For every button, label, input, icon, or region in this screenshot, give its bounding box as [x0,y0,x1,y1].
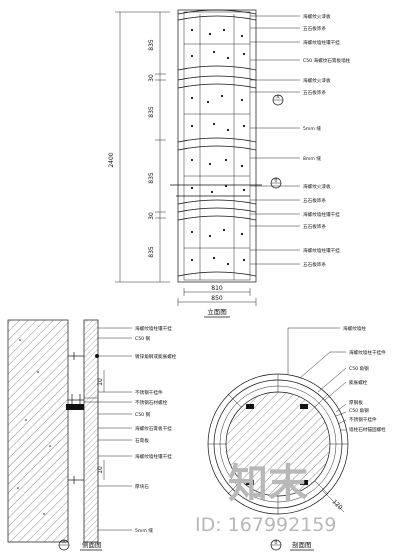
material-label: 海螺纹火漆板 [303,77,331,84]
material-label: 石膏板 [135,437,149,444]
section-b-title: B 剖面图 [270,540,314,551]
material-label: C50 钢 [135,411,151,418]
material-label: 墙柱石材锚固螺栓 [349,426,386,433]
material-label: 海螺纹石膏板干挂 [135,425,172,432]
watermark-id: ID: 167992159 [195,514,336,536]
material-label: 五石板饰条 [303,261,326,268]
anchor-bracket [68,476,84,484]
material-label: 五石板饰条 [303,25,326,32]
callout-number: A [62,540,66,546]
anchor-bracket [66,394,84,410]
dimension-segment: 835 [148,246,155,258]
material-label: 5mm 缝 [135,527,153,534]
material-label: 不锈钢石材螺栓 [135,399,168,406]
column-elevation [170,9,262,283]
material-label: 8mm 缝 [303,155,321,162]
material-label: 海螺纹墙柱镶干挂 [135,325,172,332]
material-label: 海螺纹墙柱镶干挂 [303,39,340,46]
material-label: C50 角钢 [349,365,369,372]
elevation-labels: 海螺纹火漆板 五石板饰条 海螺纹墙柱镶干挂 C50 海螺纹石膏板墙柱 海螺纹火漆… [250,13,351,268]
dimension-small: 10 [97,378,104,386]
section-b-labels: 海螺纹墙柱 海螺纹墙柱干挂件 C50 角钢 膨胀螺栓 厚钢板 C50 角钢 不锈… [287,325,386,433]
watermark-logo: 知末 [228,461,308,507]
dimension-segment: 835 [148,39,155,51]
material-label: 海螺纹墙柱 [343,325,366,332]
elevation-width-dimensions: 810 850 [177,285,257,306]
drawing-title: 侧面图 [82,540,102,549]
wall-hatch [8,320,68,542]
stone-panel [84,320,98,542]
section-a-view: 海螺纹墙柱镶干挂 C50 钢 镀锌角钢或膨胀螺栓 不锈钢干挂件 不锈钢石材螺栓 … [7,319,177,551]
anchor-bracket [246,404,308,485]
material-label: C50 钢 [135,335,151,342]
callout-number: B [274,540,277,546]
elevation-view: 2400 835 30 835 835 30 835 [108,9,351,318]
anchor-bracket [68,352,99,360]
material-label: 五石板饰条 [303,223,326,230]
dimension-segment: 30 [148,74,155,82]
material-label: 不锈钢干挂件 [349,416,377,423]
dimension-segment: 30 [148,212,155,220]
material-label: 5mm 缝 [303,125,321,132]
dimension-small: 10 [97,466,104,474]
dimension-segment: 835 [148,106,155,118]
dimension-width: 850 [211,295,223,302]
material-label: 不锈钢干挂件 [135,389,163,396]
section-b-view: 海螺纹墙柱 海螺纹墙柱干挂件 C50 角钢 膨胀螺栓 厚钢板 C50 角钢 不锈… [207,325,386,551]
section-a-title: A 侧面图 [58,540,102,551]
section-callout-b: B [270,178,282,189]
material-label: C50 角钢 [349,407,369,414]
elevation-dimension-chain: 2400 835 30 835 835 30 835 [108,11,170,283]
drawing-title: 剖面图 [292,540,312,549]
material-label: 厚钢板 [349,399,363,406]
material-label: 海螺纹墙柱镶干挂 [135,453,172,460]
material-label: 五石板饰条 [303,197,326,204]
material-label: 海螺纹墙柱镶干挂 [303,211,340,218]
section-a-labels: 海螺纹墙柱镶干挂 C50 钢 镀锌角钢或膨胀螺栓 不锈钢干挂件 不锈钢石材螺栓 … [98,325,177,534]
column-core [226,392,330,496]
material-label: 镀锌角钢或膨胀螺栓 [135,353,177,360]
dimension-total: 2400 [108,152,115,167]
material-label: 海螺纹火漆板 [303,183,331,190]
callout-number: A [276,95,280,101]
material-label: 海螺纹墙柱干挂件 [349,349,386,356]
material-label: 五石板饰条 [303,89,326,96]
watermark: 知末 ID: 167992159 [195,461,336,536]
dimension-segment: 835 [148,172,155,184]
material-label: 厚块石 [135,483,149,490]
material-label: 膨胀螺栓 [349,379,368,386]
material-label: 海螺纹火漆板 [303,13,331,20]
drawing-title: 立面图 [207,307,227,316]
section-callout-a: A [272,95,284,106]
material-label: C50 海螺纹石膏板墙柱 [303,57,351,64]
callout-number: B [274,178,277,184]
material-label: 海螺纹墙柱镶干挂 [303,247,340,254]
dimension-width: 810 [211,285,223,292]
